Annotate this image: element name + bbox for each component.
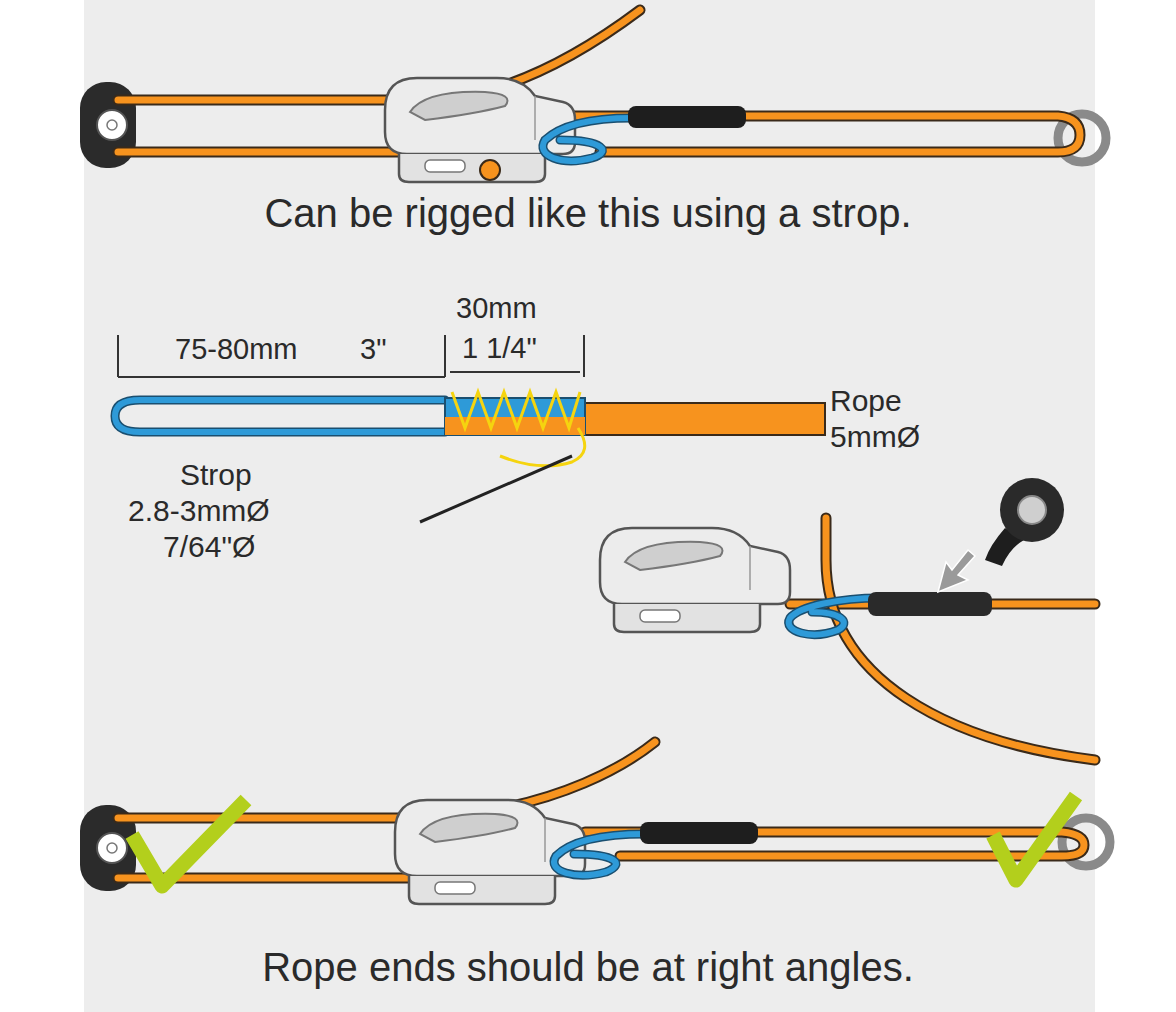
rope xyxy=(118,147,410,158)
dimension-lines xyxy=(583,335,585,377)
rope xyxy=(118,10,1080,152)
rope-end xyxy=(480,160,500,180)
dimension-label: 75-80mm xyxy=(175,333,298,366)
rope xyxy=(826,518,1095,760)
rope xyxy=(118,815,405,822)
strop-loop xyxy=(789,598,880,634)
check-mark xyxy=(132,800,246,886)
dimension-lines xyxy=(117,335,119,377)
dimension-label: 5mmØ xyxy=(830,420,920,455)
rope xyxy=(118,95,400,106)
arrow xyxy=(938,550,975,592)
stitching xyxy=(452,392,580,428)
rope xyxy=(118,97,400,104)
whipping xyxy=(640,822,758,844)
strop xyxy=(115,400,445,432)
dimension-label: 2.8-3mmØ xyxy=(128,494,270,529)
dimension-lines xyxy=(444,335,446,377)
rope xyxy=(118,813,405,824)
cleat xyxy=(600,528,790,632)
fairlead-block xyxy=(97,110,127,140)
strop xyxy=(115,400,445,432)
strop-loop xyxy=(543,118,632,161)
thread xyxy=(500,428,585,466)
dimension-label: 1 1/4" xyxy=(462,332,537,365)
dimension-label: 7/64"Ø xyxy=(163,530,255,565)
rope xyxy=(790,518,1095,760)
strop-loop xyxy=(554,834,645,875)
strop-loop xyxy=(554,834,645,875)
dimension-label: 3" xyxy=(360,333,386,366)
strop-loop xyxy=(543,118,632,161)
rope xyxy=(118,742,1084,878)
strop-loop xyxy=(789,598,880,634)
strop-loop xyxy=(554,834,645,875)
caption: Rope ends should be at right angles. xyxy=(262,944,914,990)
fairlead-block xyxy=(97,833,127,863)
caption: Can be rigged like this using a strop. xyxy=(264,190,911,236)
whipping xyxy=(628,106,746,128)
tape-roll xyxy=(1000,478,1064,542)
strop xyxy=(115,400,445,432)
fairlead-block xyxy=(107,120,117,130)
dimension-lines xyxy=(450,371,580,373)
needle xyxy=(420,456,572,522)
part-label: Rope xyxy=(830,384,902,419)
strop-loop xyxy=(789,598,880,634)
part-label: Strop xyxy=(180,458,252,493)
check-mark xyxy=(993,796,1076,880)
heat-shrink xyxy=(868,592,992,616)
fairlead-block xyxy=(107,843,117,853)
panel-ground xyxy=(84,0,1095,1012)
rope xyxy=(118,149,410,156)
tape-roll xyxy=(1018,496,1046,524)
rope-5mm xyxy=(585,403,825,435)
rope xyxy=(826,518,1095,760)
strop-loop xyxy=(543,118,632,161)
tape-roll xyxy=(985,478,1064,566)
cleat xyxy=(385,78,575,182)
dimension-label: 30mm xyxy=(456,292,537,325)
dimension-lines xyxy=(118,376,445,378)
